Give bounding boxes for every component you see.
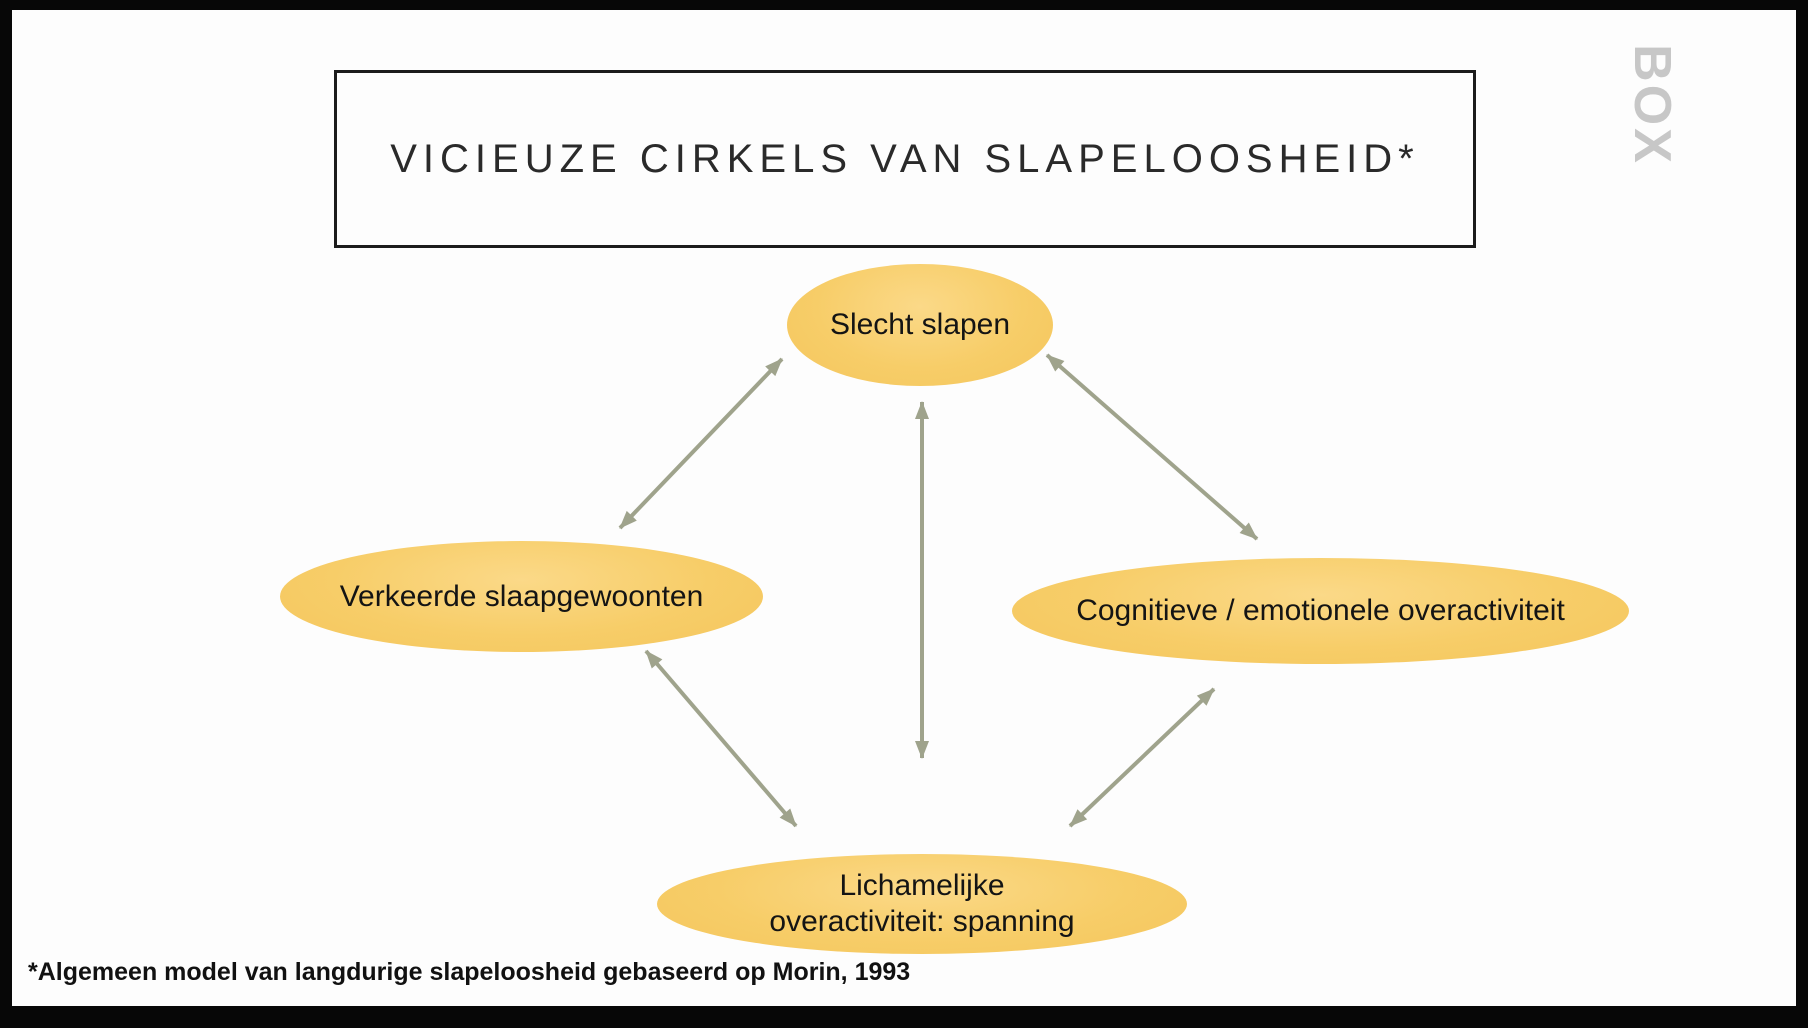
edge-slecht-cognitieve [1045,353,1259,541]
node-slecht-slapen: Slecht slapen [787,264,1053,386]
footnote: *Algemeen model van langdurige slapeloos… [28,958,911,986]
node-label: Cognitieve / emotionele overactiviteit [1076,594,1565,627]
title-box: VICIEUZE CIRKELS VAN SLAPELOOSHEID* [334,70,1476,248]
edge-verkeerde-lichamelijke [644,649,798,828]
box-logo-text: BOX [1623,44,1681,166]
slide: VICIEUZE CIRKELS VAN SLAPELOOSHEID* BOX … [12,10,1796,1006]
slide-title: VICIEUZE CIRKELS VAN SLAPELOOSHEID* [390,136,1420,181]
edge-slecht-verkeerde [618,357,784,530]
node-label: Slecht slapen [829,308,1011,341]
node-lichamelijke-overactiviteit-spanning: Lichamelijke overactiviteit: spanning [657,854,1187,954]
edge-cognitieve-lichamelijke [1068,687,1216,828]
node-label: Verkeerde slaapgewoonten [339,579,704,613]
node-label-line-1: Lichamelijke [839,869,1005,902]
node-verkeerde-slaapgewoonten: Verkeerde slaapgewoonten [280,541,763,652]
node-cognitieve-emotionele-overactiviteit: Cognitieve / emotionele overactiviteit [1012,558,1629,664]
node-label-line-2: overactiviteit: spanning [769,905,1075,938]
node-label: Lichamelijke overactiviteit: spanning [769,868,1074,940]
box-logo: BOX [1596,44,1708,166]
